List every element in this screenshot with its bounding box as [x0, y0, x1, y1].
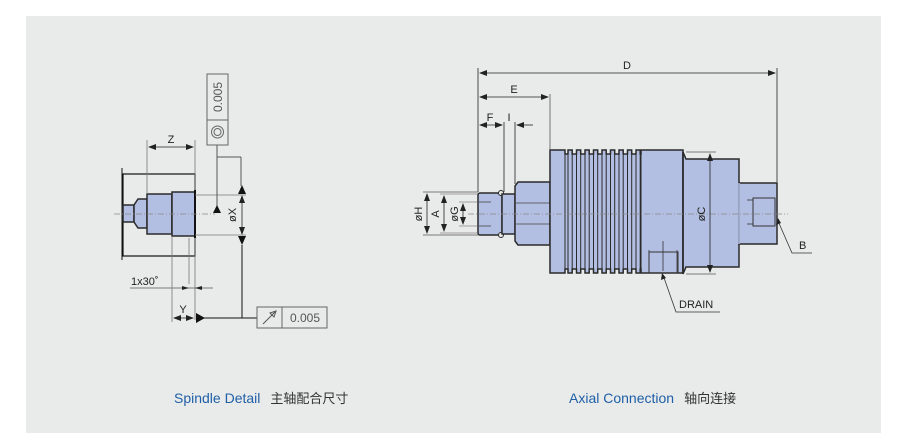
dimension-y: Y	[179, 304, 187, 316]
concentricity-value: 0.005	[211, 82, 225, 112]
spindle-detail-caption-cn: 主轴配合尺寸	[270, 392, 349, 407]
dimension-a: A	[430, 210, 442, 218]
axial-connection-drawing: D E F I øH A øG øC B	[413, 60, 812, 313]
spindle-detail-drawing: Z øX 0.005	[114, 73, 328, 329]
runout-value: 0.005	[290, 311, 320, 325]
rotary-union-part	[477, 149, 778, 275]
dimension-z: Z	[168, 134, 175, 146]
dimension-g: øG	[449, 206, 461, 221]
dimension-d: D	[623, 60, 631, 72]
dimension-i: I	[507, 112, 510, 124]
dimension-c: øC	[696, 207, 708, 222]
dimension-x: øX	[227, 207, 239, 222]
spindle-detail-caption: Spindle Detail 主轴配合尺寸	[174, 388, 348, 407]
dimension-chamfer: 1x30˚	[131, 276, 159, 288]
axial-connection-caption-cn: 轴向连接	[684, 392, 737, 407]
drain-label: DRAIN	[679, 299, 713, 311]
drain-port	[648, 241, 679, 274]
dimension-b: B	[799, 240, 806, 252]
dimension-h: øH	[413, 207, 425, 222]
runout-icon	[262, 310, 277, 325]
concentricity-icon	[211, 125, 224, 139]
concentricity-tolerance-frame: 0.005	[206, 73, 229, 146]
runout-tolerance-frame: 0.005	[256, 306, 328, 329]
dimension-f: F	[487, 112, 494, 124]
axial-connection-caption-en: Axial Connection	[569, 390, 675, 406]
dimension-e: E	[510, 84, 517, 96]
spindle-detail-caption-en: Spindle Detail	[174, 390, 261, 406]
axial-connection-caption: Axial Connection 轴向连接	[569, 388, 736, 407]
